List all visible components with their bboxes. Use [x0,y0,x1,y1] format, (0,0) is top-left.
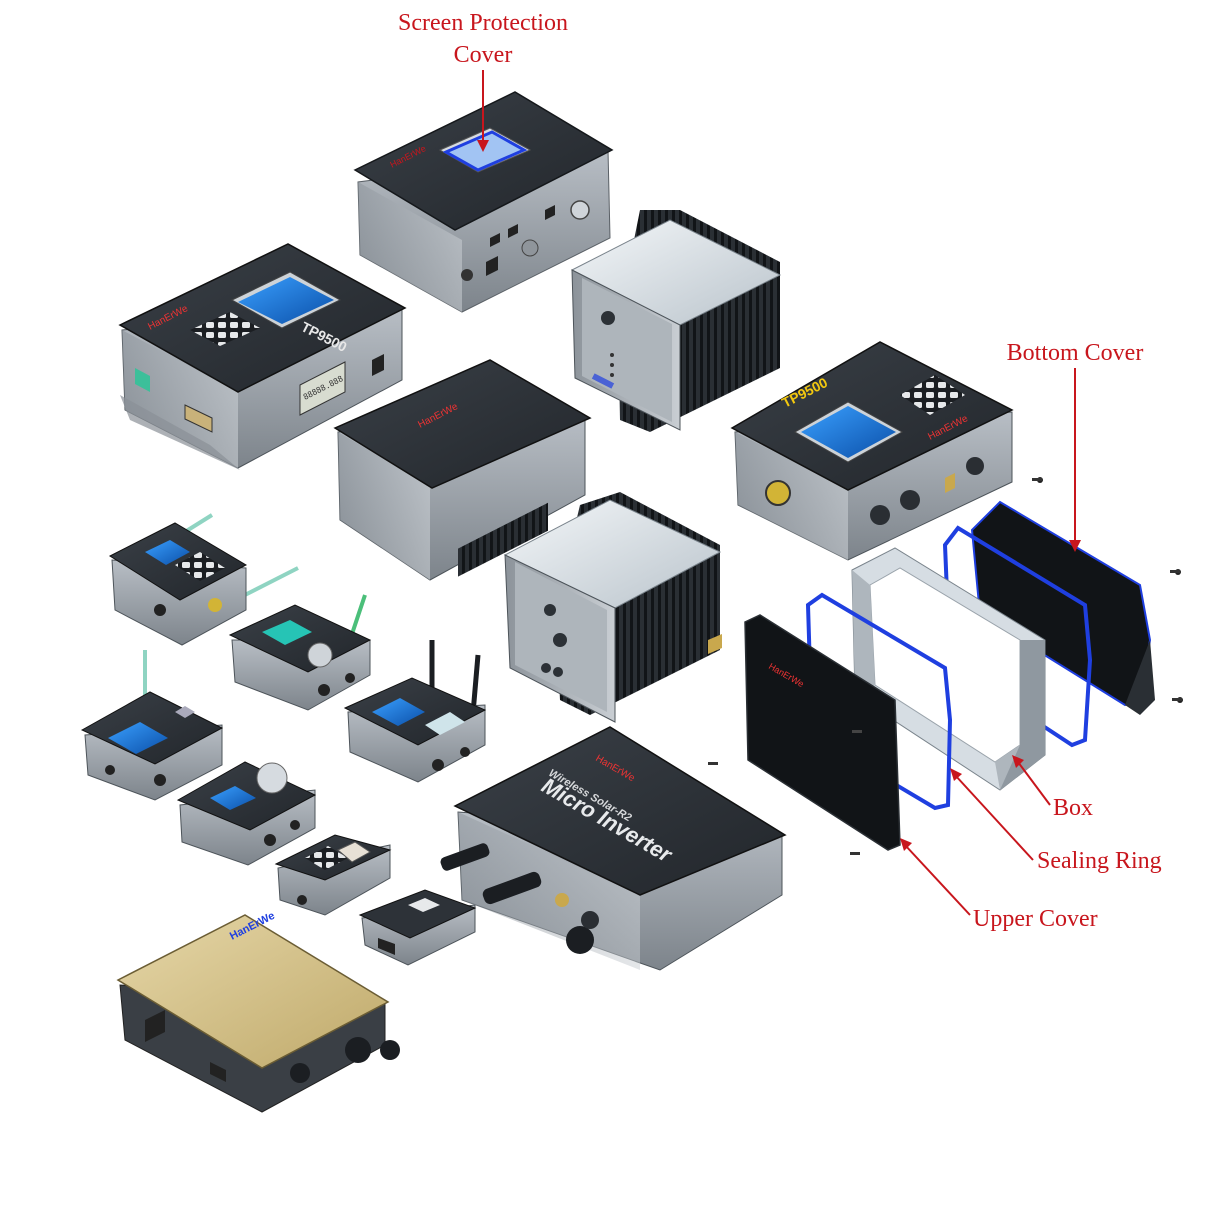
box-frame [851,547,1046,791]
callout-label-screen-protection-line2: Cover [454,42,513,68]
callout-upper-cover: Upper Cover [900,838,1098,932]
heatsink-enclosure-middle [503,492,722,723]
callout-box: Box [1012,755,1093,821]
callout-screen-protection-cover: Screen Protection Cover [398,10,568,152]
wireless-device-4 [343,640,487,783]
gold-top-enclosure: HanErWe [116,910,400,1113]
wireless-device-3 [80,650,224,801]
enclosure-screen-protection: HanErWe [353,91,614,313]
tp9500-controller-right: TP9500 HanErWe [730,341,1014,561]
enclosure-center: HanErWe [333,359,592,581]
micro-inverter: HanErWe Wireless Solar-R2 Micro Inverter [440,726,787,971]
callout-label-upper-cover: Upper Cover [973,906,1098,932]
wireless-device-2 [228,594,372,711]
tp9500-controller-left: HanErWe TP9500 88888.888 [118,243,407,470]
callout-bottom-cover: Bottom Cover [1007,340,1144,552]
wireless-device-1 [108,513,299,646]
small-adapter-box [358,889,477,966]
callout-sealing-ring: Sealing Ring [950,768,1162,874]
upper-cover-plate: HanErWe [708,614,901,855]
wireless-device-6 [274,834,392,916]
callout-label-box: Box [1053,795,1093,821]
callout-label-bottom-cover: Bottom Cover [1007,340,1144,366]
callout-label-sealing-ring: Sealing Ring [1037,848,1162,874]
bottom-cover-plate [970,477,1183,715]
wireless-device-5 [176,761,317,866]
callout-label-screen-protection-line1: Screen Protection [398,10,568,36]
heatsink-enclosure-upper [570,210,782,432]
